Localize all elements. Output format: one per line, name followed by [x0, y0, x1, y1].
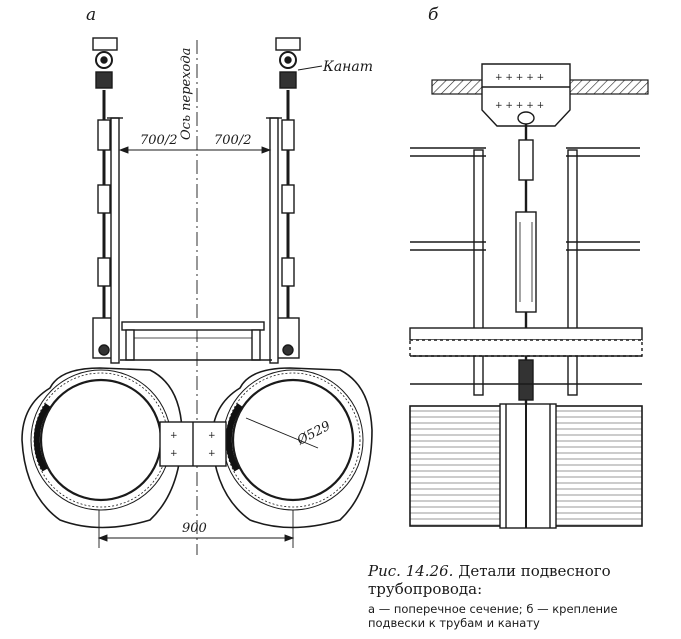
half-width-right-label: 700/2: [214, 133, 251, 148]
caption-title-text: Детали подвесного трубопровода:: [368, 562, 611, 598]
panel-a: + + + +: [21, 37, 373, 555]
crossing-axis-label: Ось перехода: [179, 48, 194, 140]
svg-text:+ + + + +: + + + + +: [495, 73, 544, 83]
pipe-side-view: [409, 403, 643, 529]
pipe-clamp: + + + +: [159, 421, 227, 467]
walkway-deck-side: [409, 327, 643, 385]
panel-b-label: б: [428, 5, 439, 25]
rope-clamp-block: + + + + + + + + + +: [481, 63, 571, 127]
rope-label: Канат: [322, 59, 373, 75]
walkway-deck: [120, 321, 272, 361]
walkway-posts: [107, 117, 282, 364]
caption-title: Рис. 14.26. Детали подвесного трубопрово…: [368, 562, 673, 598]
panel-b: + + + + + + + + + +: [409, 63, 649, 529]
pipe-spacing-dimension: [97, 510, 295, 548]
caption-prefix: Рис. 14.26.: [368, 562, 454, 580]
technical-drawing: + + + + а Канат Ось перехода 700/2 700/2…: [21, 5, 649, 555]
right-hanger: [275, 37, 301, 359]
svg-text:+: +: [170, 431, 178, 441]
svg-text:+ + + + +: + + + + +: [495, 101, 544, 111]
caption-legend: а — поперечное сечение; б — крепление по…: [368, 602, 618, 630]
left-pipe: [21, 367, 183, 529]
half-width-dimension: [118, 146, 272, 154]
figure-caption: Рис. 14.26. Детали подвесного трубопрово…: [368, 562, 673, 630]
half-width-left-label: 700/2: [140, 133, 177, 148]
rope-leader-line: [297, 65, 323, 71]
panel-a-label: а: [86, 5, 96, 25]
right-pipe: [211, 367, 373, 529]
railing-posts: [410, 147, 640, 396]
svg-text:+: +: [208, 431, 216, 441]
svg-text:+: +: [170, 449, 178, 459]
svg-text:+: +: [208, 449, 216, 459]
pipe-spacing-label: 900: [182, 521, 207, 536]
